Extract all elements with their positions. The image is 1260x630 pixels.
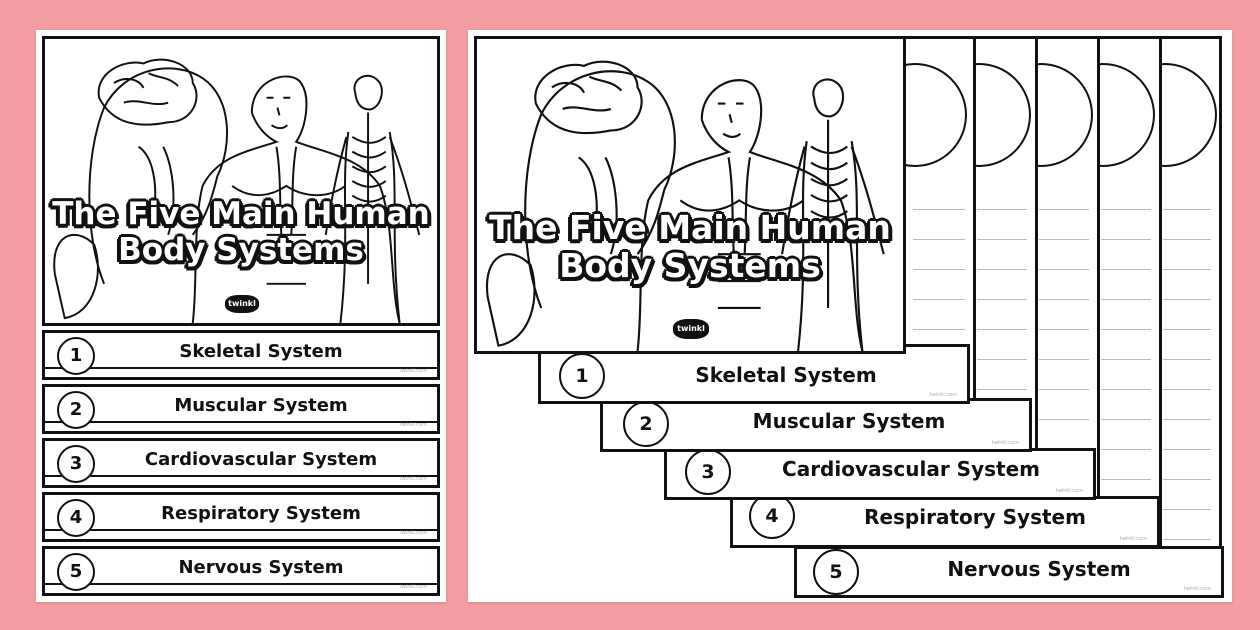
title-line-1: The Five Main Human xyxy=(52,196,430,232)
tab-footer: twinkl.com xyxy=(1183,586,1211,592)
booklet-page-4 xyxy=(1088,36,1162,548)
tab-label: Respiratory System xyxy=(864,505,1086,529)
booklet-tab-4[interactable]: 4 Respiratory System twinkl.com xyxy=(730,493,1160,548)
tab-number: 1 xyxy=(559,353,605,399)
system-number: 1 xyxy=(57,337,95,375)
system-number: 4 xyxy=(57,499,95,537)
flat-booklet-sheet: The Five Main Human Body Systems twinkl … xyxy=(36,30,446,602)
tab-number: 2 xyxy=(623,401,669,447)
booklet-tab-2[interactable]: 2 Muscular System twinkl.com xyxy=(600,398,1032,452)
booklet-page-2 xyxy=(964,36,1038,452)
strip-footer: twinkl.com xyxy=(399,584,427,590)
system-label: Nervous System xyxy=(178,557,344,578)
system-label: Respiratory System xyxy=(161,503,361,524)
strip-footer: twinkl.com xyxy=(399,368,427,374)
system-number: 3 xyxy=(57,445,95,483)
tab-footer: twinkl.com xyxy=(929,392,957,398)
booklet-tab-5[interactable]: 5 Nervous System twinkl.com xyxy=(794,546,1224,598)
cover-panel: The Five Main Human Body Systems twinkl xyxy=(42,36,440,326)
tab-number: 3 xyxy=(685,449,731,495)
booklet-page-5 xyxy=(1150,36,1222,596)
tab-number: 5 xyxy=(813,549,859,595)
title-line-2: Body Systems xyxy=(559,245,821,285)
human-body-illustration xyxy=(485,60,885,351)
system-number: 2 xyxy=(57,391,95,429)
twinkl-logo: twinkl xyxy=(225,295,259,313)
stacked-cover-panel[interactable]: The Five Main Human Body Systems twinkl xyxy=(474,36,906,354)
tab-label: Skeletal System xyxy=(695,363,877,387)
strip-footer: twinkl.com xyxy=(399,476,427,482)
system-label: Muscular System xyxy=(174,395,348,416)
tab-label: Muscular System xyxy=(752,409,946,433)
system-label: Cardiovascular System xyxy=(144,449,378,470)
booklet-title: The Five Main Human Body Systems xyxy=(477,209,903,285)
booklet-title: The Five Main Human Body Systems xyxy=(45,196,437,268)
system-label: Skeletal System xyxy=(179,341,343,362)
tab-footer: twinkl.com xyxy=(1055,488,1083,494)
system-number: 5 xyxy=(57,553,95,591)
title-line-2: Body Systems xyxy=(118,231,364,268)
title-line-1: The Five Main Human xyxy=(489,208,891,247)
system-strip-5: 5 Nervous System twinkl.com xyxy=(42,546,440,596)
system-strip-3: 3 Cardiovascular System twinkl.com xyxy=(42,438,440,488)
booklet-tab-3[interactable]: 3 Cardiovascular System twinkl.com xyxy=(664,448,1096,500)
tab-footer: twinkl.com xyxy=(991,440,1019,446)
tab-label: Nervous System xyxy=(947,557,1131,581)
tab-label: Cardiovascular System xyxy=(782,457,1040,481)
strip-footer: twinkl.com xyxy=(399,530,427,536)
tab-footer: twinkl.com xyxy=(1119,536,1147,542)
strip-footer: twinkl.com xyxy=(399,422,427,428)
booklet-tab-1[interactable]: 1 Skeletal System twinkl.com xyxy=(538,344,970,404)
system-strip-4: 4 Respiratory System twinkl.com xyxy=(42,492,440,542)
system-strip-2: 2 Muscular System twinkl.com xyxy=(42,384,440,434)
booklet-page-3 xyxy=(1026,36,1100,500)
human-body-illustration xyxy=(53,58,421,323)
twinkl-logo: twinkl xyxy=(673,319,709,339)
system-strip-1: 1 Skeletal System twinkl.com xyxy=(42,330,440,380)
